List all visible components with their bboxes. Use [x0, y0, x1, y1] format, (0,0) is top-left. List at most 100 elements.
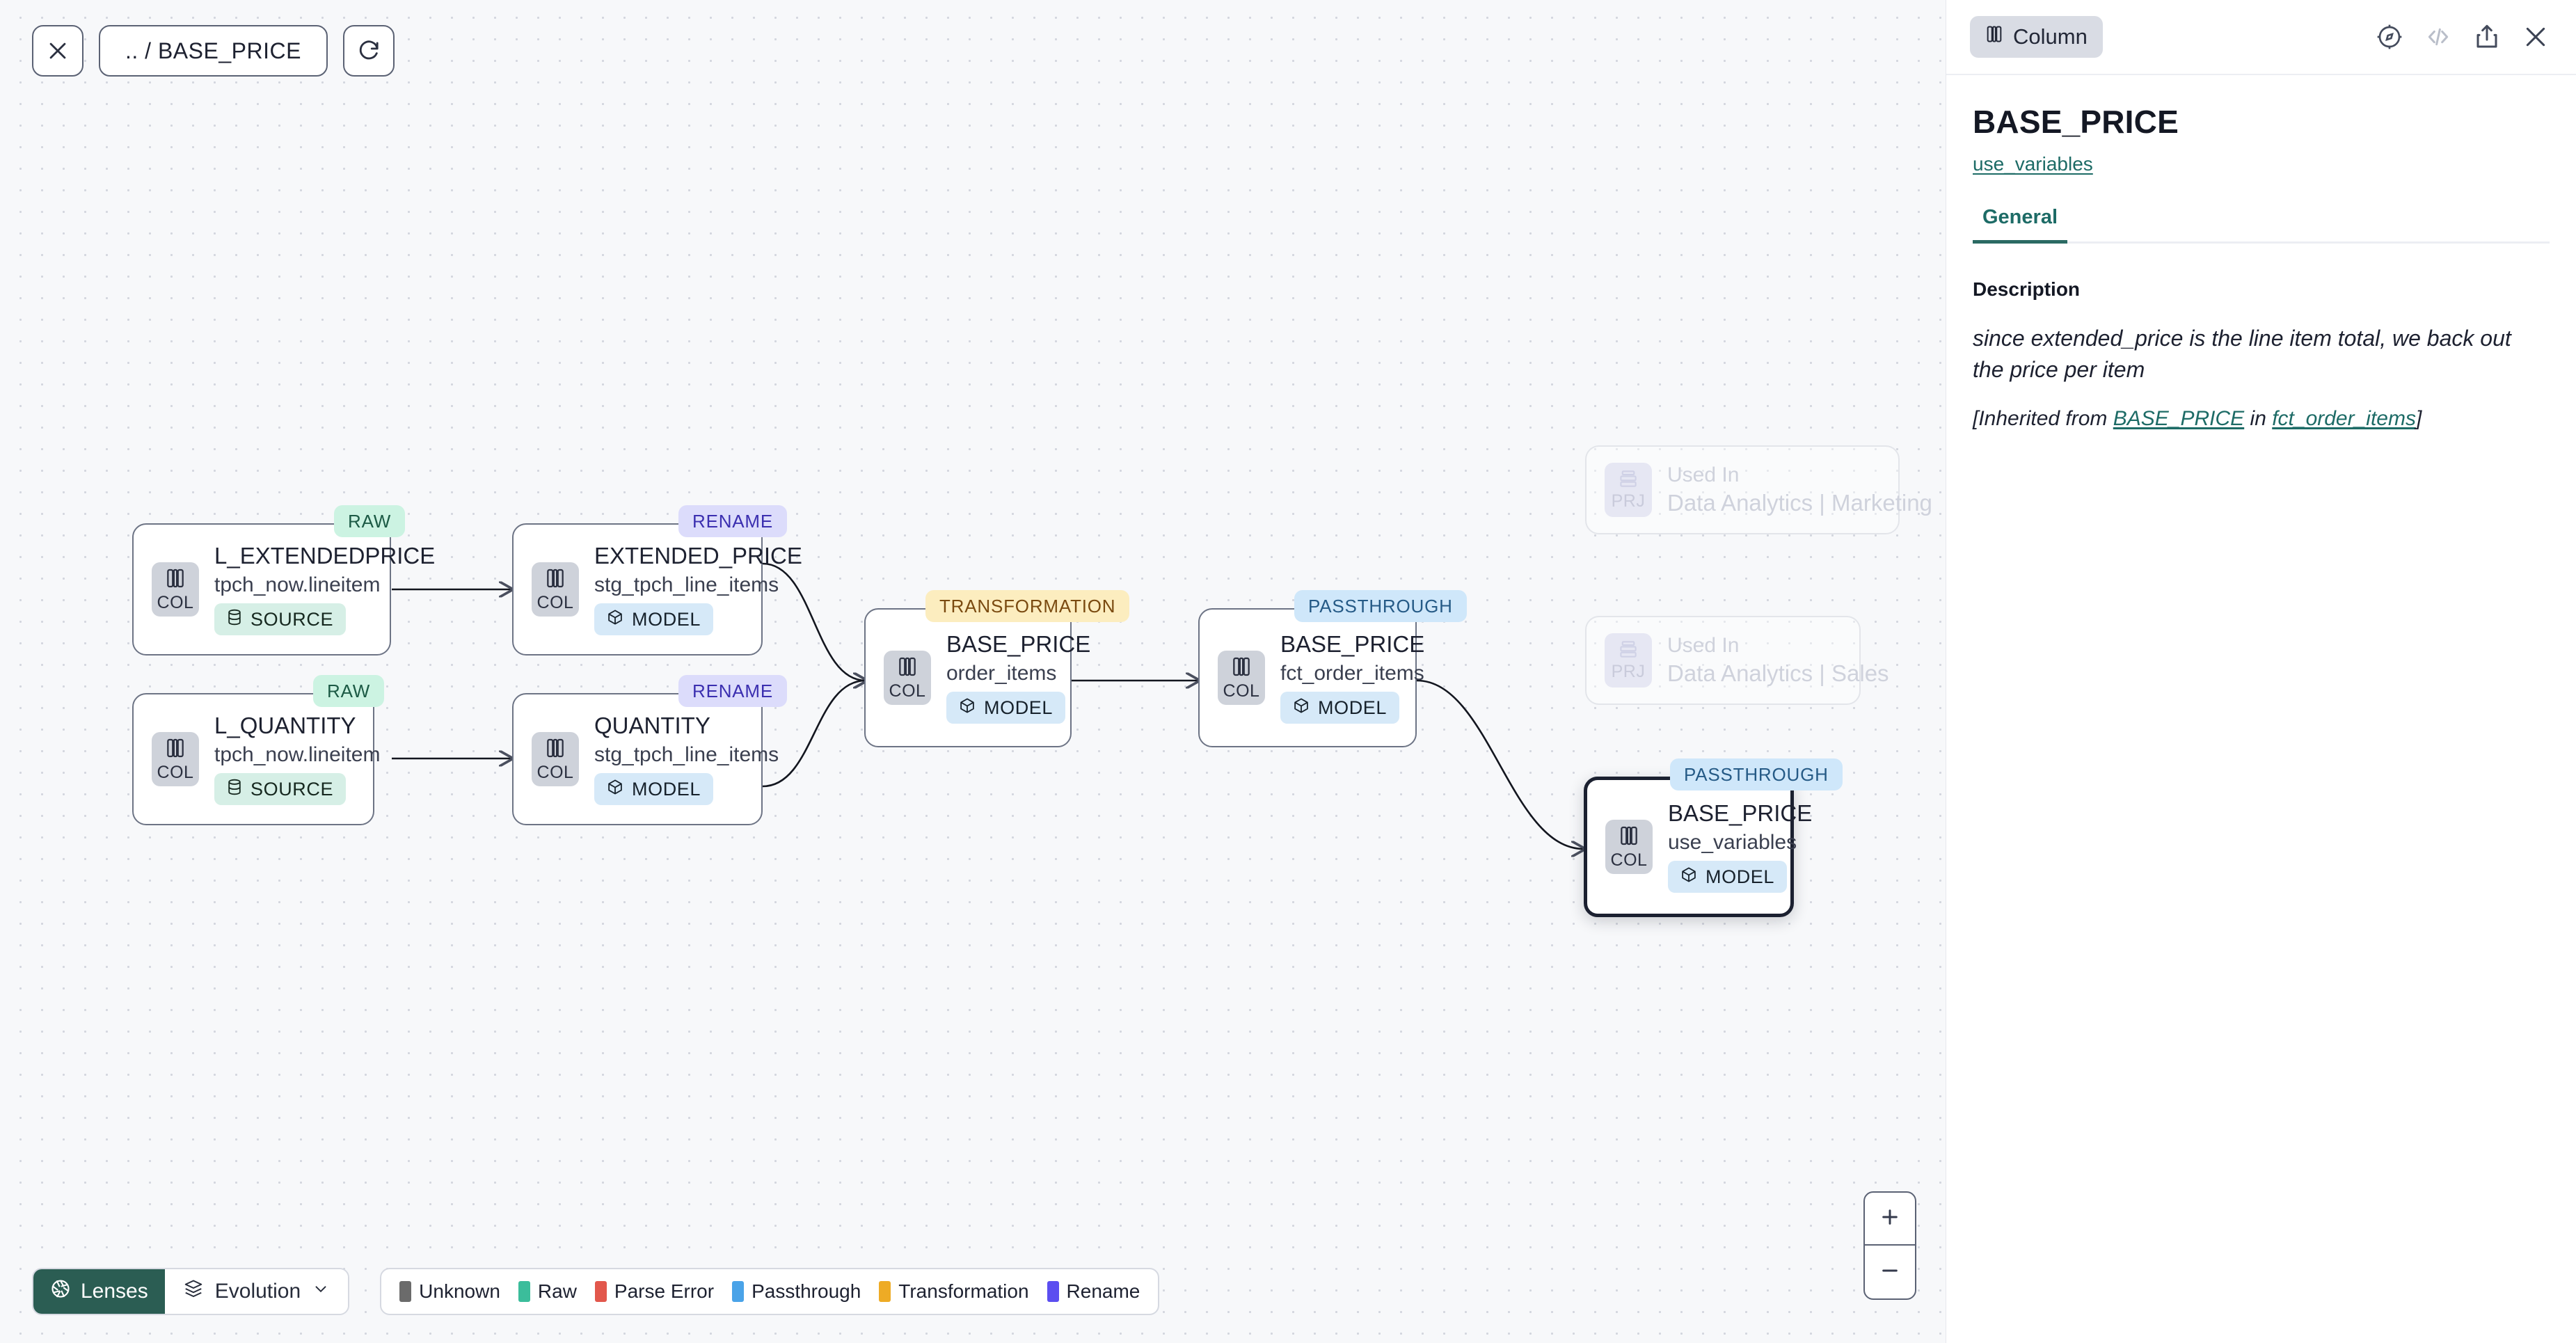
column-type-tag: COL [884, 651, 931, 705]
legend-item-passthrough[interactable]: Passthrough [732, 1280, 861, 1303]
plus-icon [1879, 1206, 1901, 1232]
legend-item-rename[interactable]: Rename [1047, 1280, 1140, 1303]
refresh-icon [357, 39, 381, 63]
legend-label: Raw [537, 1280, 577, 1302]
close-icon[interactable] [2522, 23, 2550, 51]
lineage-canvas[interactable]: .. / BASE_PRICE [0, 0, 1946, 1343]
details-panel: Column [1946, 0, 2576, 1343]
lineage-node-quantity[interactable]: COL QUANTITY stg_tpch_line_items MODEL [512, 693, 779, 825]
legend-item-raw[interactable]: Raw [518, 1280, 577, 1303]
refresh-button[interactable] [342, 25, 395, 77]
node-pill-label: MODEL [1706, 866, 1775, 887]
node-name: BASE_PRICE [1668, 800, 1813, 826]
legend-item-transformation[interactable]: Transformation [879, 1280, 1029, 1303]
ghost-used-in-label: Used In [1667, 463, 1740, 486]
node-name: L_EXTENDEDPRICE [214, 542, 436, 569]
cube-icon [607, 609, 623, 630]
zoom-in-button[interactable] [1865, 1193, 1915, 1246]
lenses-control-group: Lenses Evolution [32, 1268, 350, 1315]
lineage-node-l-extendedprice[interactable]: COL L_EXTENDEDPRICE tpch_now.lineitem SO… [132, 523, 435, 655]
lenses-button[interactable]: Lenses [33, 1269, 165, 1314]
node-pill-model: MODEL [946, 692, 1066, 724]
description-label: Description [1973, 278, 2081, 300]
code-icon[interactable] [2424, 23, 2452, 51]
cube-icon [1680, 866, 1697, 888]
legend-item-unknown[interactable]: Unknown [399, 1280, 500, 1303]
node-badge-transformation: TRANSFORMATION [925, 590, 1130, 622]
column-icon [1619, 825, 1639, 850]
minus-icon [1879, 1259, 1901, 1285]
lineage-node-l-quantity[interactable]: COL L_QUANTITY tpch_now.lineitem SOURCE [132, 693, 380, 825]
badge-label: RENAME [692, 680, 774, 701]
legend-swatch [879, 1281, 891, 1302]
badge-label: PASSTHROUGH [1684, 763, 1829, 785]
entity-type-chip[interactable]: Column [1970, 16, 2103, 58]
node-name: L_QUANTITY [214, 712, 356, 738]
legend-swatch [594, 1281, 607, 1302]
column-icon [1985, 24, 2003, 49]
column-type-tag: COL [1218, 651, 1265, 705]
tab-general[interactable]: General [1973, 206, 2067, 244]
node-badge-raw: RAW [313, 675, 385, 707]
inherited-middle: in [2244, 406, 2273, 430]
node-pill-source: SOURCE [214, 603, 347, 636]
node-pill-model: MODEL [594, 773, 714, 806]
panel-tabs: General [1973, 206, 2550, 244]
details-panel-header: Column [1946, 0, 2576, 75]
ghost-type-label: PRJ [1611, 662, 1646, 681]
node-badge-passthrough: PASSTHROUGH [1670, 758, 1843, 790]
description-text: since extended_price is the line item to… [1973, 326, 2511, 383]
legend-swatch [1047, 1281, 1059, 1302]
ghost-node-marketing[interactable]: PRJ Used In Data Analytics | Marketing [1585, 445, 1932, 534]
inherited-model-link[interactable]: fct_order_items [2272, 406, 2416, 430]
description-inherited-note: [Inherited from BASE_PRICE in fct_order_… [1973, 407, 2550, 431]
column-type-tag: COL [532, 732, 579, 786]
lineage-node-base-price-use-variables[interactable]: COL BASE_PRICE use_variables MODEL [1584, 777, 1812, 917]
canvas-toolbar: .. / BASE_PRICE [32, 25, 395, 77]
layers-icon [183, 1278, 204, 1305]
close-button[interactable] [32, 25, 84, 77]
node-name: QUANTITY [594, 712, 710, 738]
node-pill-label: MODEL [632, 778, 701, 800]
legend-item-parse-error[interactable]: Parse Error [594, 1280, 715, 1303]
inherited-column-link[interactable]: BASE_PRICE [2113, 406, 2245, 430]
ghost-node-sales[interactable]: PRJ Used In Data Analytics | Sales [1585, 616, 1889, 705]
node-pill-label: MODEL [632, 608, 701, 630]
zoom-controls [1863, 1191, 1916, 1300]
node-badge-raw: RAW [334, 505, 406, 537]
column-type-tag: COL [532, 562, 579, 617]
share-icon[interactable] [2473, 23, 2501, 51]
lineage-node-base-price-order-items[interactable]: COL BASE_PRICE order_items MODEL [864, 608, 1090, 747]
node-badge-rename: RENAME [678, 505, 788, 537]
breadcrumb[interactable]: .. / BASE_PRICE [99, 25, 328, 77]
badge-label: TRANSFORMATION [939, 595, 1116, 617]
compass-icon[interactable] [2376, 23, 2403, 51]
column-icon [165, 737, 186, 763]
lineage-node-base-price-fct-order-items[interactable]: COL BASE_PRICE fct_order_items MODEL [1198, 608, 1424, 747]
lineage-node-extended-price[interactable]: COL EXTENDED_PRICE stg_tpch_line_items M… [512, 523, 802, 655]
node-subtitle: stg_tpch_line_items [594, 742, 779, 766]
evolution-dropdown[interactable]: Evolution [164, 1269, 349, 1314]
panel-header-actions [2376, 23, 2550, 51]
column-icon [1231, 655, 1252, 681]
inherited-prefix: [Inherited from [1973, 406, 2113, 430]
badge-label: PASSTHROUGH [1308, 595, 1453, 617]
node-subtitle: order_items [946, 661, 1057, 685]
legend-label: Rename [1066, 1280, 1140, 1302]
canvas-bottom-toolbar: Lenses Evolution [32, 1268, 1160, 1315]
node-subtitle: fct_order_items [1280, 661, 1424, 685]
column-type-label: COL [1610, 850, 1648, 870]
node-name: BASE_PRICE [1280, 630, 1425, 657]
details-panel-body: BASE_PRICE use_variables General Descrip… [1946, 75, 2576, 431]
parent-model-link[interactable]: use_variables [1973, 153, 2093, 175]
project-type-tag: PRJ [1605, 633, 1652, 688]
node-subtitle: stg_tpch_line_items [594, 573, 779, 596]
node-pill-label: SOURCE [251, 608, 334, 630]
legend-label: Parse Error [614, 1280, 715, 1302]
legend-label: Passthrough [752, 1280, 861, 1302]
evolution-label: Evolution [214, 1280, 301, 1303]
ghost-node-name: Data Analytics | Marketing [1667, 490, 1932, 516]
column-type-label: COL [157, 593, 194, 612]
zoom-out-button[interactable] [1865, 1246, 1915, 1298]
database-icon [227, 779, 242, 800]
